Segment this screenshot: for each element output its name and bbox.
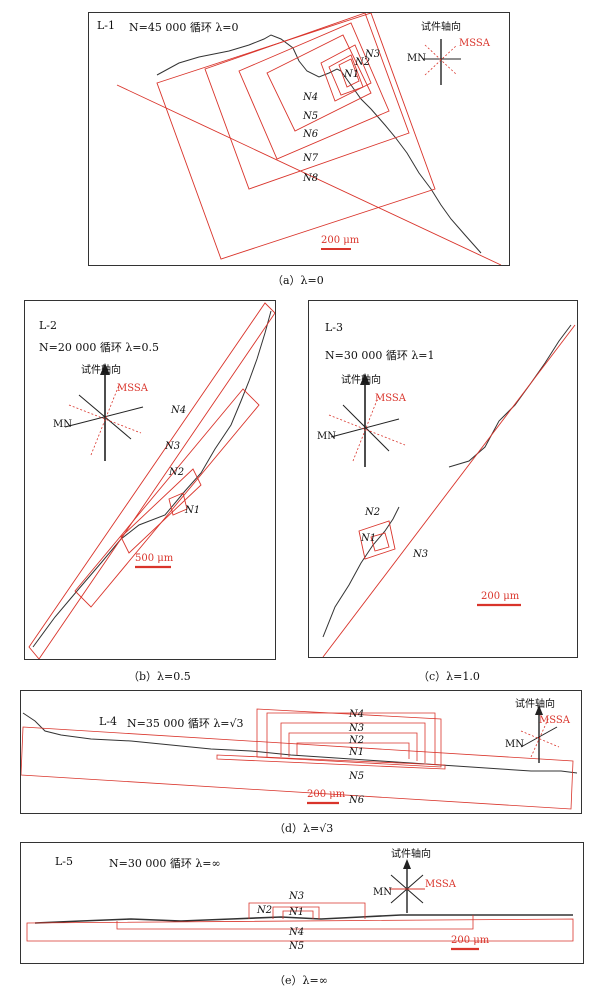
- specimen-id-l1: L-1: [97, 19, 116, 32]
- condition-l3: N=30 000 循环 λ=1: [325, 349, 435, 362]
- n-label-l5-4: N4: [289, 927, 305, 938]
- crack-path-l1: [156, 34, 482, 254]
- caption-b: （b）λ=0.5: [128, 670, 191, 683]
- n-label-l5-5: N5: [289, 941, 305, 952]
- axis-label-l2: 试件轴向: [81, 365, 121, 376]
- n-label-l1-5: N5: [303, 111, 319, 122]
- nested-zones-l1: [116, 13, 502, 265]
- axis-indicator-l5: [389, 859, 425, 913]
- crack-path-l4: [22, 712, 578, 774]
- n-label-l3-2: N2: [365, 507, 381, 518]
- n-label-l3-1: N1: [361, 533, 377, 544]
- specimen-id-l2: L-2: [39, 319, 58, 332]
- nested-zones-l5: [26, 902, 574, 942]
- panel-l1-drawing: [116, 13, 502, 265]
- n-label-l3-3: N3: [413, 549, 429, 560]
- mssa-label-l4: MSSA: [539, 715, 570, 726]
- axis-indicator-l1: [423, 39, 461, 85]
- n-label-l2-4: N4: [171, 405, 187, 416]
- crack-path-l2: [32, 310, 272, 648]
- scale-bar-label-l5: 200 μm: [451, 935, 490, 946]
- n-label-l4-4: N4: [349, 709, 365, 720]
- condition-l1: N=45 000 循环 λ=0: [129, 21, 239, 34]
- n-label-l1-1: N1: [344, 69, 360, 80]
- n-label-l2-1: N1: [185, 505, 201, 516]
- mssa-label-l1: MSSA: [459, 38, 490, 49]
- n-label-l4-2: N2: [349, 735, 365, 746]
- axis-label-l5: 试件轴向: [391, 849, 431, 860]
- mn-label-l5: MN: [373, 887, 392, 898]
- axis-indicator-l3: [328, 373, 406, 467]
- mssa-label-l5: MSSA: [425, 879, 456, 890]
- panel-l5-drawing: [26, 859, 574, 951]
- mn-label-l1: MN: [407, 53, 426, 64]
- axis-label-l3: 试件轴向: [341, 375, 381, 386]
- nested-zones-l4: [21, 708, 574, 810]
- crack-path-l3a: [322, 506, 400, 638]
- n-label-l1-6: N6: [303, 129, 319, 140]
- condition-l2: N=20 000 循环 λ=0.5: [39, 341, 160, 354]
- caption-e: （e）λ=∞: [274, 974, 328, 987]
- n-label-l2-3: N3: [165, 441, 181, 452]
- scale-bar-label-l2: 500 μm: [135, 553, 174, 564]
- n-label-l5-2: N2: [257, 905, 273, 916]
- specimen-id-l5: L-5: [55, 855, 74, 868]
- mssa-label-l3: MSSA: [375, 393, 406, 404]
- panel-l3: L-3 N=30 000 循环 λ=1 试件轴向 MN MSSA N1 N2 N…: [308, 300, 578, 658]
- axis-indicator-l2: [64, 363, 144, 461]
- mn-label-l2: MN: [53, 419, 72, 430]
- specimen-id-l4: L-4: [99, 715, 118, 728]
- crack-path-l3b: [448, 324, 572, 468]
- n-label-l1-4: N4: [303, 92, 319, 103]
- n-label-l4-5: N5: [349, 771, 365, 782]
- specimen-id-l3: L-3: [325, 321, 344, 334]
- scale-bar-label-l1: 200 μm: [321, 235, 360, 246]
- condition-l5: N=30 000 循环 λ=∞: [109, 857, 221, 870]
- caption-d: （d）λ=√3: [274, 822, 334, 835]
- n-label-l4-3: N3: [349, 723, 365, 734]
- nested-zones-l2: [28, 302, 275, 659]
- mn-label-l3: MN: [317, 431, 336, 442]
- n-label-l1-8: N8: [303, 173, 319, 184]
- n-label-l1-7: N7: [303, 153, 319, 164]
- n-label-l1-2: N2: [355, 57, 371, 68]
- mn-label-l4: MN: [505, 739, 524, 750]
- panel-l5: L-5 N=30 000 循环 λ=∞ 试件轴向 MN MSSA N1 N2 N…: [20, 842, 584, 964]
- n-label-l2-2: N2: [169, 467, 185, 478]
- caption-a: （a）λ=0: [272, 274, 324, 287]
- nested-zones-l3: [322, 324, 576, 657]
- crack-path-l5: [34, 914, 573, 924]
- scale-bar-label-l3: 200 μm: [481, 591, 520, 602]
- n-label-l5-3: N3: [289, 891, 305, 902]
- panel-l2-drawing: [28, 302, 275, 659]
- mssa-label-l2: MSSA: [117, 383, 148, 394]
- axis-indicator-l4: [520, 705, 560, 763]
- panel-l1: L-1 N=45 000 循环 λ=0 试件轴向 MN MSSA N1 N2 N…: [88, 12, 510, 266]
- axis-label-l4: 试件轴向: [515, 699, 555, 710]
- caption-c: （c）λ=1.0: [418, 670, 480, 683]
- panel-l2: L-2 N=20 000 循环 λ=0.5 试件轴向 MN MSSA N1 N2…: [24, 300, 276, 660]
- axis-label-l1: 试件轴向: [421, 22, 461, 33]
- condition-l4: N=35 000 循环 λ=√3: [127, 717, 244, 730]
- panel-l3-drawing: [322, 324, 576, 657]
- n-label-l1-3: N3: [365, 49, 381, 60]
- n-label-l5-1: N1: [289, 907, 305, 918]
- n-label-l4-1: N1: [349, 747, 365, 758]
- panel-l4-drawing: [21, 705, 578, 810]
- n-label-l4-6: N6: [349, 795, 365, 806]
- scale-bar-label-l4: 200 μm: [307, 789, 346, 800]
- panel-l4: L-4 N=35 000 循环 λ=√3 试件轴向 MN MSSA N1 N2 …: [20, 690, 582, 814]
